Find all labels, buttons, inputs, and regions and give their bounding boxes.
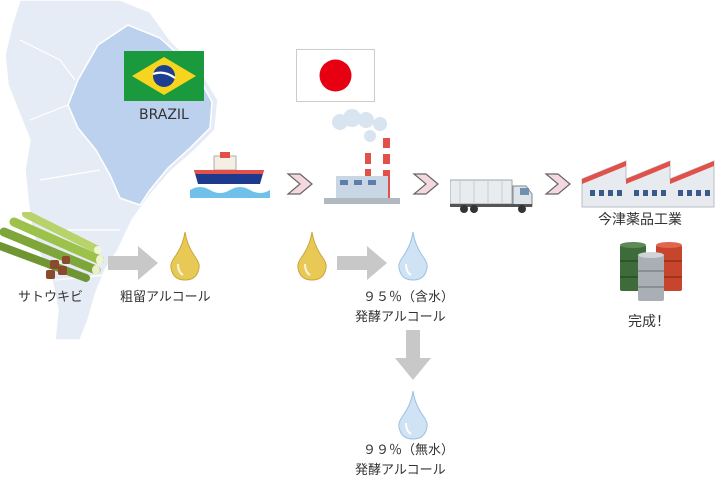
company-label: 今津薬品工業 [598, 212, 682, 228]
refinery-icon [324, 109, 400, 204]
alcohol99-label-line2: 発酵アルコール [355, 463, 446, 478]
warehouse-icon [581, 160, 715, 208]
chevron-icon [544, 173, 571, 195]
drop-icon [297, 231, 327, 281]
crude-alcohol-label: 粗留アルコール [120, 290, 211, 305]
japan-flag-icon [296, 49, 375, 102]
alcohol95-label-line1: ９５％（含水） [363, 290, 455, 305]
arrow-icon [108, 246, 158, 280]
drum-icon [620, 242, 682, 301]
alcohol95-label-line2: 発酵アルコール [355, 310, 446, 325]
drop-icon [398, 390, 428, 440]
truck-icon [450, 179, 533, 213]
arrow-icon [337, 246, 387, 280]
drop-icon [170, 231, 200, 281]
sugarcane-icon [0, 212, 104, 282]
complete-label: 完成！ [628, 314, 670, 330]
brazil-label: BRAZIL [139, 107, 189, 123]
alcohol99-label-line1: ９９％（無水） [363, 443, 455, 458]
arrow-icon [395, 330, 431, 380]
sugarcane-label: サトウキビ [18, 290, 84, 305]
chevron-icon [412, 173, 439, 195]
brazil-flag-icon [124, 51, 204, 101]
chevron-icon [286, 173, 313, 195]
drop-icon [398, 231, 428, 281]
ship-icon [190, 152, 270, 198]
